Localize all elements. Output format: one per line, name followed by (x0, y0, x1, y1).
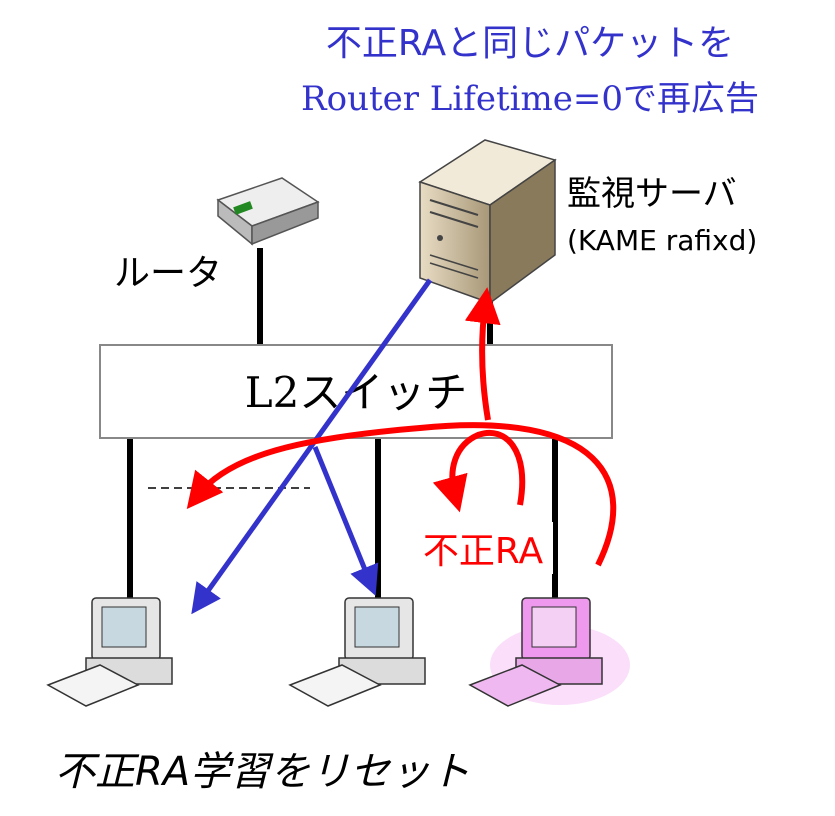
header-line-1: 不正RAと同じパケットを (326, 23, 734, 64)
server-label-line-2: (KAME rafixd) (567, 224, 757, 257)
router-icon (216, 177, 320, 246)
server-label-line-1: 監視サーバ (567, 174, 737, 214)
footer-caption: 不正RA学習をリセット (55, 749, 470, 795)
l2-switch-box (99, 344, 613, 439)
pc-icon-2 (288, 597, 426, 707)
pc-icon-1 (46, 597, 173, 707)
rogue-ra-label: 不正RA (423, 531, 544, 572)
header-line-2: Router Lifetime=0で再広告 (301, 79, 759, 119)
red-arrow-to-server (464, 287, 501, 421)
red-arrow-wide-left (186, 422, 617, 567)
rogue-ra-label-bg (413, 522, 553, 574)
red-arrow-loop (432, 429, 526, 513)
server-icon (418, 139, 557, 305)
l2-switch-label: L2スイッチ (245, 368, 468, 417)
router-label: ルータ (114, 253, 222, 294)
rogue-pc-icon (468, 597, 630, 707)
blue-arrow-to-pc2 (312, 446, 379, 596)
